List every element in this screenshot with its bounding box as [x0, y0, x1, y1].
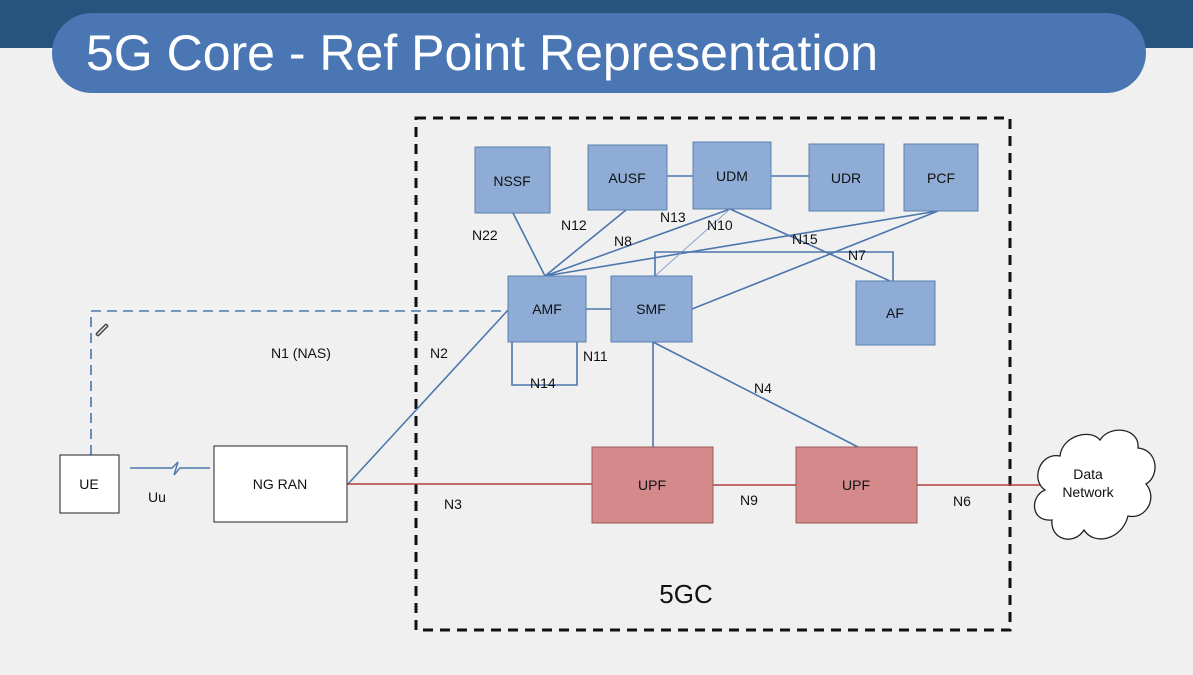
link-n14	[511, 342, 578, 386]
ref-n3: N3	[444, 496, 462, 512]
link-n12	[544, 209, 627, 277]
control-plane-links	[90, 175, 939, 485]
ref-n1: N1 (NAS)	[271, 345, 331, 361]
node-upf-2-label: UPF	[842, 477, 870, 493]
ref-n6: N6	[953, 493, 971, 509]
link-n2	[347, 308, 510, 485]
link-n1	[90, 310, 508, 455]
page-title: 5G Core - Ref Point Representation	[86, 25, 879, 81]
ref-n4: N4	[754, 380, 772, 396]
ref-n7: N7	[848, 247, 866, 263]
node-amf-label: AMF	[532, 301, 562, 317]
node-smf-label: SMF	[636, 301, 666, 317]
ref-n12: N12	[561, 217, 587, 233]
reference-point-labels: N22 N12 N13 N8 N10 N15 N7 N1 (NAS) N2 N1…	[148, 209, 971, 512]
link-n8	[544, 208, 731, 277]
radio-link-icon	[130, 461, 210, 476]
node-udm[interactable]: UDM	[692, 141, 772, 210]
user-plane-links	[347, 483, 1040, 486]
node-af-label: AF	[886, 305, 904, 321]
node-udr[interactable]: UDR	[808, 143, 885, 212]
node-amf[interactable]: AMF	[507, 275, 587, 343]
ref-uu: Uu	[148, 489, 166, 505]
title-banner: 5G Core - Ref Point Representation	[52, 13, 1146, 93]
dn-label-line2: Network	[1062, 484, 1114, 500]
node-ngran[interactable]: NG RAN	[213, 445, 348, 523]
node-udr-label: UDR	[831, 170, 861, 186]
core-boundary	[414, 116, 1012, 632]
node-ausf-label: AUSF	[608, 170, 645, 186]
pencil-icon	[95, 323, 109, 337]
core-label: 5GC	[659, 579, 712, 609]
link-n13-af	[729, 208, 891, 282]
node-af[interactable]: AF	[855, 280, 936, 346]
node-nssf[interactable]: NSSF	[474, 146, 551, 214]
ref-n10: N10	[707, 217, 733, 233]
ref-n13: N13	[660, 209, 686, 225]
ref-n22: N22	[472, 227, 498, 243]
node-ue-label: UE	[79, 476, 98, 492]
cloud-icon[interactable]: Data Network	[1033, 429, 1156, 540]
ref-n2: N2	[430, 345, 448, 361]
link-n22	[512, 212, 546, 277]
link-n7	[691, 210, 939, 310]
ref-n14: N14	[530, 375, 556, 391]
link-n15	[544, 210, 939, 277]
node-upf-2[interactable]: UPF	[795, 446, 918, 524]
ref-n11: N11	[583, 348, 608, 364]
ref-n15: N15	[792, 231, 818, 247]
node-upf-1-label: UPF	[638, 477, 666, 493]
node-ngran-label: NG RAN	[253, 476, 307, 492]
node-ue[interactable]: UE	[59, 454, 120, 514]
link-n4	[652, 341, 859, 448]
node-pcf-label: PCF	[927, 170, 955, 186]
node-ausf[interactable]: AUSF	[587, 144, 668, 211]
dn-label-line1: Data	[1073, 466, 1103, 482]
link-n10	[654, 208, 731, 277]
node-smf[interactable]: SMF	[610, 275, 693, 343]
node-nssf-label: NSSF	[493, 173, 530, 189]
link-smf-af	[654, 251, 894, 281]
ref-n9: N9	[740, 492, 758, 508]
node-upf-1[interactable]: UPF	[591, 446, 714, 524]
node-pcf[interactable]: PCF	[903, 143, 979, 212]
node-udm-label: UDM	[716, 168, 748, 184]
ref-n8: N8	[614, 233, 632, 249]
